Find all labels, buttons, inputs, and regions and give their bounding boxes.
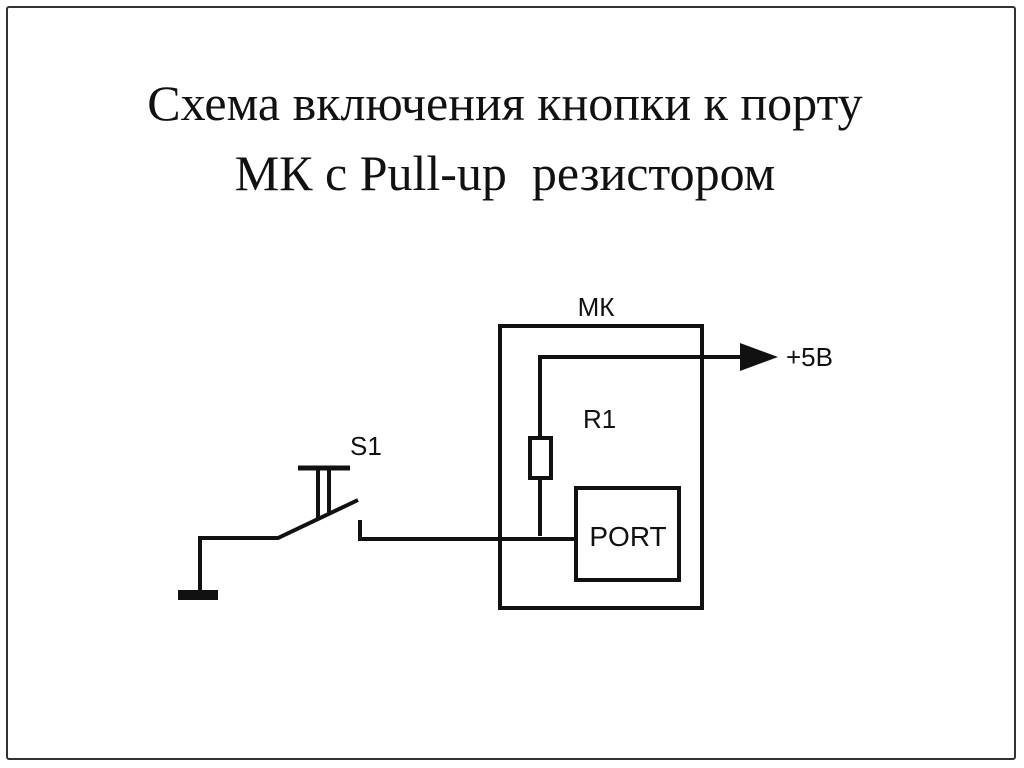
title-line-2: МК с Pull-up резистором [234,145,776,201]
ground-icon [178,590,218,600]
title-line-1: Схема включения кнопки к порту [147,75,863,131]
resistor-r1 [528,436,553,480]
supply-label: +5В [786,342,833,372]
port-label: PORT [589,521,666,552]
ground-wire [198,498,359,594]
mcu-box [498,324,704,610]
resistor-label: R1 [583,404,616,434]
switch-label: S1 [350,431,382,461]
supply-arrow-icon [740,343,778,371]
mcu-label: МК [578,292,615,322]
signal-wire [358,520,576,541]
slide-frame [6,6,1016,760]
port-box [574,486,681,582]
slide-title: Схема включения кнопки к порту МК с Pull… [0,68,1010,208]
